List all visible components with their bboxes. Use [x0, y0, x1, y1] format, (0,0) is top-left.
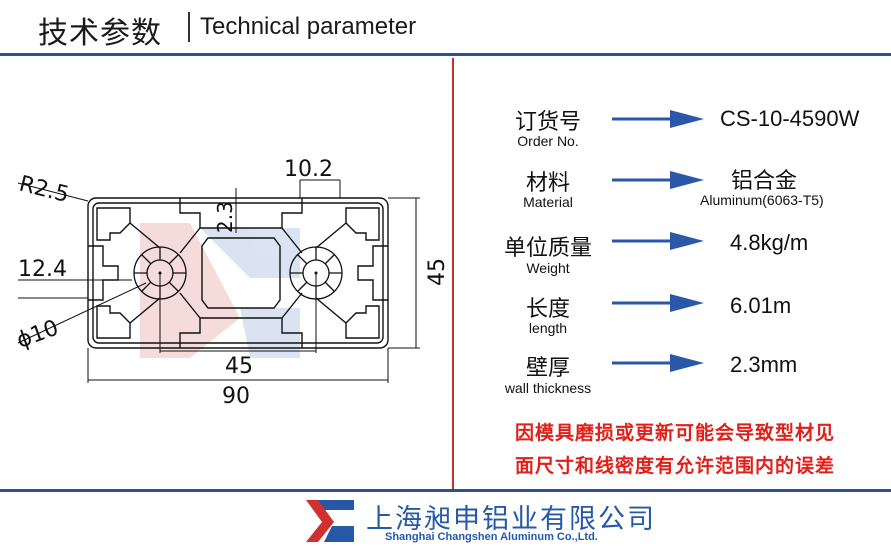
param-label-cn: 单位质量	[503, 236, 592, 261]
header: 技术参数 Technical parameter	[0, 0, 891, 56]
page-title-en: Technical parameter	[200, 13, 417, 40]
profile-drawing-svg: R2.5 10.2 2.3 12.4 ϕ10 45 90 45	[14, 157, 450, 409]
profile-drawing: R2.5 10.2 2.3 12.4 ϕ10 45 90 45	[0, 58, 450, 488]
company-logo-icon	[306, 500, 354, 542]
param-label-en: Weight	[526, 260, 570, 276]
page-title-cn: 技术参数	[38, 16, 162, 51]
param-label-cn: 长度	[525, 297, 570, 322]
param-label-cn: 订货号	[514, 110, 581, 135]
company-name-cn: 上海昶申铝业有限公司	[366, 504, 656, 535]
param-value: CS-10-4590W	[720, 106, 860, 131]
param-value: 2.3mm	[730, 352, 798, 377]
footer-rule	[0, 489, 891, 492]
arrow-icon	[612, 294, 704, 312]
arrow-icon	[612, 110, 704, 128]
dim-height: 45	[425, 258, 450, 286]
dim-bore: ϕ10	[14, 316, 63, 354]
profile-outline	[87, 197, 389, 349]
company-name-en: Shanghai Changshen Aluminum Co.,Ltd.	[385, 531, 598, 543]
tolerance-notice-line2: 面尺寸和线密度有允许范围内的误差	[514, 455, 835, 477]
watermark-logo	[140, 223, 300, 358]
param-value: 铝合金	[731, 168, 798, 193]
param-label-en: Material	[523, 194, 573, 210]
arrow-icon	[612, 232, 704, 250]
header-rule	[0, 53, 891, 56]
param-label-cn: 材料	[525, 171, 570, 196]
dim-wall: 2.3	[213, 201, 237, 233]
dim-slot: 10.2	[284, 157, 333, 182]
tolerance-notice-line1: 因模具磨损或更新可能会导致型材见	[514, 422, 835, 444]
arrow-icon	[612, 354, 704, 372]
param-label-en: Order No.	[517, 133, 579, 149]
dim-width: 90	[222, 384, 250, 409]
title-divider	[188, 12, 190, 42]
dim-height-side: 12.4	[18, 257, 67, 282]
param-label-en: length	[528, 320, 568, 336]
param-value: 4.8kg/m	[730, 230, 809, 255]
dimension-lines	[17, 179, 420, 383]
param-label-cn: 壁厚	[525, 356, 570, 381]
param-label-en: wall thickness	[504, 380, 592, 396]
arrow-icon	[612, 171, 704, 189]
param-value: 6.01m	[730, 293, 792, 318]
param-value-sub: Aluminum(6063-T5)	[700, 192, 824, 208]
dim-center: 45	[225, 354, 253, 379]
dim-radius: R2.5	[17, 172, 72, 208]
column-divider	[452, 58, 454, 490]
